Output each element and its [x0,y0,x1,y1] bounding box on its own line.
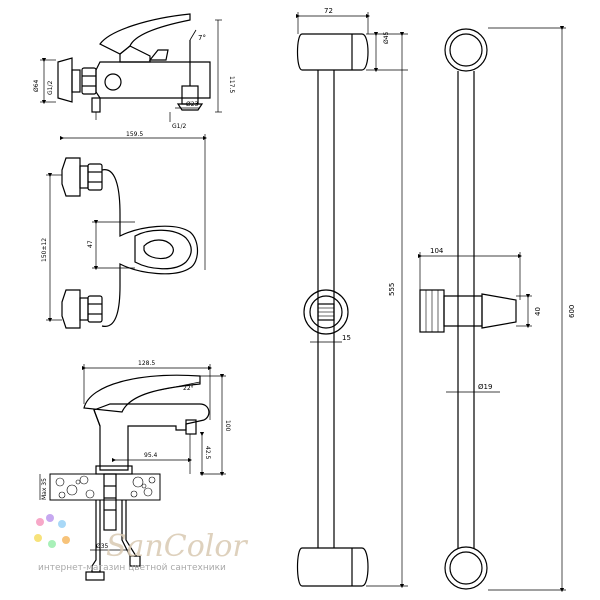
label-g12-bottom: G1/2 [172,123,186,130]
label-range: 150±12 [41,238,48,262]
label-d64: Ø64 [33,79,40,92]
logo-brand: SanColor [106,529,248,564]
label-d45: Ø45 [383,31,390,44]
logo-dot [46,514,54,522]
shower-bar-left-dimensions [295,12,408,589]
label-d19: Ø19 [478,383,492,391]
counter-stone-pattern [55,475,156,499]
label-s15: 15 [342,334,351,342]
label-h1175: 117.5 [228,76,235,93]
label-d23: Ø23 [186,101,199,108]
label-h555: 555 [388,283,396,296]
logo-dot [48,540,56,548]
bath-mixer-dimensions [40,19,222,122]
logo-dot [58,520,66,528]
label-w72: 72 [324,7,333,15]
bath-mixer-side-view [57,13,211,113]
shower-bar-front-view [419,28,517,590]
label-h100: 100 [224,420,231,432]
shower-bar-side-view [296,33,369,587]
label-max35: Max 35 [41,478,48,500]
label-angle-7: 7° [198,34,206,42]
label-d954: 95.4 [144,452,158,459]
label-h47: 47 [87,240,94,248]
label-w104: 104 [430,247,444,255]
label-h425: 42.5 [204,446,211,460]
basin-dimensions [39,364,226,551]
brand-logo: SanColor интернет-магазин цветной сантех… [34,514,248,573]
label-h40: 40 [534,307,542,316]
label-h600: 600 [568,305,576,318]
label-angle22: 22° [183,385,194,392]
label-w1595: 159.5 [126,131,143,138]
label-d35: Ø35 [96,543,109,550]
logo-dot [62,536,70,544]
bath-mixer-front-view [61,157,199,329]
logo-tagline: интернет-магазин цветной сантехники [38,563,226,573]
shower-bar-right-dimensions [417,25,566,593]
front-view-dimensions [46,134,208,323]
logo-dot [34,534,42,542]
label-w1285: 128.5 [138,360,155,367]
label-g12-left: G1/2 [47,81,54,95]
basin-mixer-view [49,374,210,581]
logo-dot [36,518,44,526]
